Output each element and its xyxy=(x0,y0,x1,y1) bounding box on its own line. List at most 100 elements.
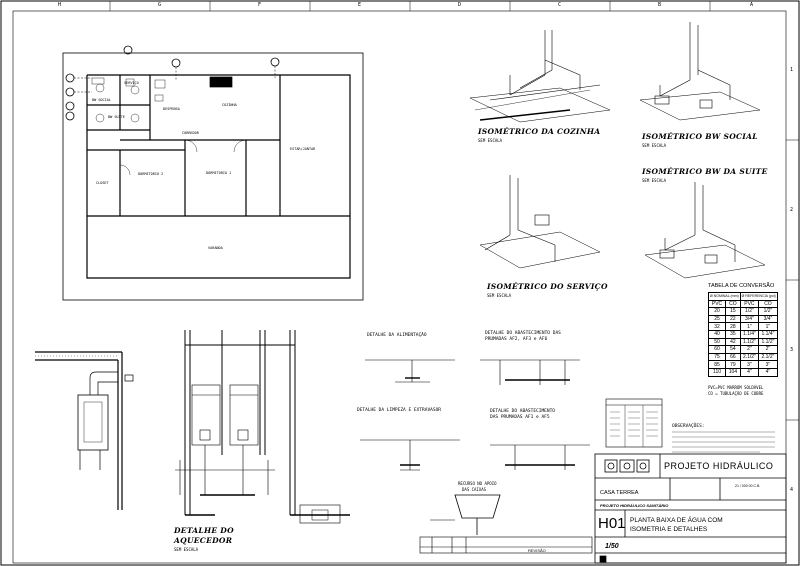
isometric-service-title: ISOMÉTRICO DO SERVIÇO xyxy=(487,282,608,291)
room-label-closet: CLOSET xyxy=(96,181,109,185)
table-cell: 28 xyxy=(725,322,741,331)
table-cell: 3" xyxy=(739,360,760,369)
table-cell: 1" xyxy=(758,322,778,331)
conversion-sub-header: CO xyxy=(758,299,778,309)
table-cell: 1" xyxy=(739,322,760,331)
table-cell: 3/4" xyxy=(739,314,760,324)
grid-col-label: C xyxy=(558,2,562,8)
table-cell: 104 xyxy=(725,367,741,377)
table-cell: 25 xyxy=(707,314,727,324)
conversion-sub-header: PVC xyxy=(707,299,727,309)
room-label-bedroom1: DORMITÓRIO 1 xyxy=(206,171,232,175)
sheet-code: H01 xyxy=(598,515,626,532)
conversion-note-2: CO = TUBULAÇÃO DE COBRE xyxy=(708,391,764,396)
grid-row-label: 2 xyxy=(790,207,794,213)
table-cell: 60 xyxy=(707,345,727,354)
conversion-table-title: TABELA DE CONVERSÃO xyxy=(708,283,775,289)
table-cell: 40 xyxy=(707,329,727,339)
detail-abastecimento-1-line2: PRUMADAS AF2, AF3 e AF6 xyxy=(485,337,548,342)
table-cell: 35 xyxy=(725,329,741,339)
detail-abastecimento-2-line2: DAS PRUMADAS AF1 e AF5 xyxy=(490,415,550,420)
isometric-kitchen-title: ISOMÉTRICO DA COZINHA xyxy=(478,127,601,136)
conversion-head-referencia: Ø REFERENCIA (pol) xyxy=(739,292,778,301)
detail-limpeza-title: DETALHE DA LIMPEZA E EXTRAVASOR xyxy=(357,408,441,413)
heater-detail-title-line2: AQUECEDOR xyxy=(174,536,233,545)
table-cell: 79 xyxy=(725,360,741,369)
drawing-type: PROJETO HIDRÁULICO SANITÁRIO xyxy=(600,503,669,508)
table-cell: 15 xyxy=(725,307,741,316)
room-label-bath-social: BW SOCIAL xyxy=(92,98,111,102)
table-cell: 50 xyxy=(707,337,727,347)
table-cell: 4" xyxy=(758,367,778,377)
title-block-ref: 21 / 000 00 C.B. xyxy=(735,484,761,488)
room-label-corridor: CORREDOR xyxy=(182,131,199,135)
table-cell: 1.1/2" xyxy=(758,337,778,347)
grid-col-label: D xyxy=(458,2,462,8)
table-cell: 42 xyxy=(725,337,741,347)
detail-abastecimento-2-line1: DETALHE DO ABASTECIMENTO xyxy=(490,409,556,414)
table-cell: 1.1/4" xyxy=(758,329,778,339)
sheet-description-line1: PLANTA BAIXA DE ÁGUA COM xyxy=(630,517,723,524)
table-cell: 110 xyxy=(707,367,727,377)
grid-row-label: 4 xyxy=(790,487,794,493)
room-label-veranda: VARANDA xyxy=(208,246,223,250)
isometric-kitchen-scale: SEM ESCALA xyxy=(478,138,503,143)
heater-detail-scale: SEM ESCALA xyxy=(174,547,199,552)
table-cell: 75 xyxy=(707,352,727,362)
isometric-bw-suite-title: ISOMÉTRICO BW DA SUITE xyxy=(642,167,768,176)
grid-row-label: 1 xyxy=(790,67,794,73)
room-label-living: ESTAR/JANTAR xyxy=(290,147,316,151)
grid-col-label: F xyxy=(258,2,262,8)
conversion-table: Ø NOMINAL (mm) Ø REFERENCIA (pol) PVC CO… xyxy=(707,292,778,377)
table-cell: 2" xyxy=(739,345,760,354)
grid-col-label: G xyxy=(158,2,162,8)
table-cell: 32 xyxy=(707,322,727,331)
detail-alimentacao-title: DETALHE DA ALIMENTAÇÃO xyxy=(367,333,427,338)
isometric-bw-suite-scale: SEM ESCALA xyxy=(642,178,667,183)
detail-abastecimento-1-line1: DETALHE DO ABASTECIMENTO DAS xyxy=(485,331,561,336)
reservoir-note-line2: DAS CAIXAS xyxy=(462,487,487,492)
room-label-pantry: DESPENSA xyxy=(163,107,180,111)
reservoir-note-line1: RECURSO NO APOIO xyxy=(458,481,497,486)
table-cell: 1/2" xyxy=(758,307,778,316)
conversion-sub-header: PVC xyxy=(739,299,760,309)
heater-detail-title-line1: DETALHE DO xyxy=(174,526,234,535)
grid-col-label: H xyxy=(58,2,62,8)
table-cell: 2" xyxy=(758,345,778,354)
isometric-bw-social-title: ISOMÉTRICO BW SOCIAL xyxy=(642,132,758,141)
table-cell: 54 xyxy=(725,345,741,354)
grid-col-label: E xyxy=(358,2,362,8)
table-cell: 1.1/4" xyxy=(739,329,760,339)
room-label-kitchen: COZINHA xyxy=(222,103,237,107)
table-cell: 1.1/2" xyxy=(739,337,760,347)
table-cell: 2.1/2" xyxy=(739,352,760,362)
grid-col-label: B xyxy=(658,2,662,8)
room-label-service: SERVIÇO xyxy=(124,81,139,85)
revision-header: REVISÃO xyxy=(528,548,546,553)
table-cell: 66 xyxy=(725,352,741,362)
room-label-bath-suite: BW SUÍTE xyxy=(108,115,125,119)
grid-col-label: A xyxy=(750,2,754,8)
sheet-description-line2: ISOMETRIA E DETALHES xyxy=(630,526,708,533)
drawing-scale: 1/50 xyxy=(605,543,619,550)
building-name: CASA TERREA xyxy=(600,490,639,496)
project-title: PROJETO HIDRÁULICO xyxy=(664,461,774,471)
grid-row-label: 3 xyxy=(790,347,794,353)
isometric-service-scale: SEM ESCALA xyxy=(487,293,512,298)
observations-title: OBSERVAÇÕES: xyxy=(672,424,705,429)
conversion-sub-header: CO xyxy=(725,299,741,309)
conversion-note-1: PVC=PVC MARROM SOLDÁVEL xyxy=(708,385,764,390)
table-cell: 1/2" xyxy=(739,307,760,316)
room-label-bedroom2: DORMITÓRIO 2 xyxy=(138,172,164,176)
conversion-head-nominal: Ø NOMINAL (mm) xyxy=(708,292,741,301)
